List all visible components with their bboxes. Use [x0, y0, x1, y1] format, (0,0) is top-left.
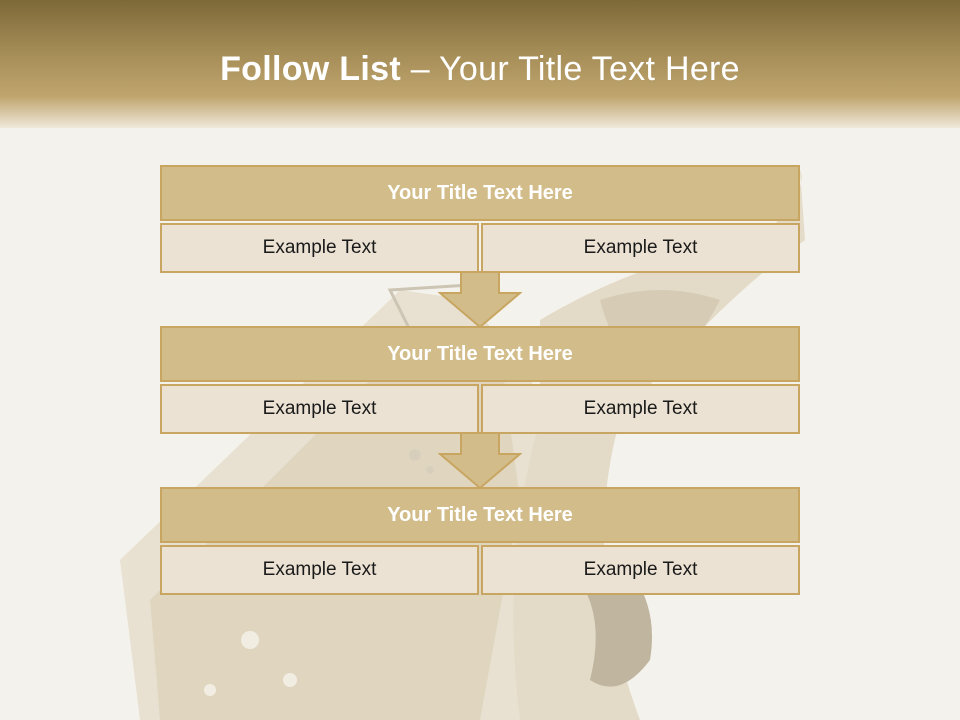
header-band [0, 0, 960, 128]
block-cell-left[interactable]: Example Text [160, 223, 479, 273]
list-block: Your Title Text Here Example Text Exampl… [160, 165, 800, 273]
block-title[interactable]: Your Title Text Here [160, 165, 800, 221]
block-cell-left[interactable]: Example Text [160, 545, 479, 595]
block-title[interactable]: Your Title Text Here [160, 326, 800, 382]
block-row: Example Text Example Text [160, 384, 800, 434]
down-arrow-icon [438, 432, 522, 490]
block-row: Example Text Example Text [160, 545, 800, 595]
down-arrow-icon [438, 271, 522, 329]
block-cell-left[interactable]: Example Text [160, 384, 479, 434]
block-cell-right[interactable]: Example Text [481, 545, 800, 595]
block-cell-right[interactable]: Example Text [481, 223, 800, 273]
block-cell-right[interactable]: Example Text [481, 384, 800, 434]
list-block: Your Title Text Here Example Text Exampl… [160, 326, 800, 434]
slide-title: Follow List – Your Title Text Here [0, 50, 960, 89]
slide-title-rest: – Your Title Text Here [400, 50, 740, 88]
block-title[interactable]: Your Title Text Here [160, 487, 800, 543]
slide-title-bold: Follow List [220, 50, 401, 88]
block-row: Example Text Example Text [160, 223, 800, 273]
list-block: Your Title Text Here Example Text Exampl… [160, 487, 800, 595]
